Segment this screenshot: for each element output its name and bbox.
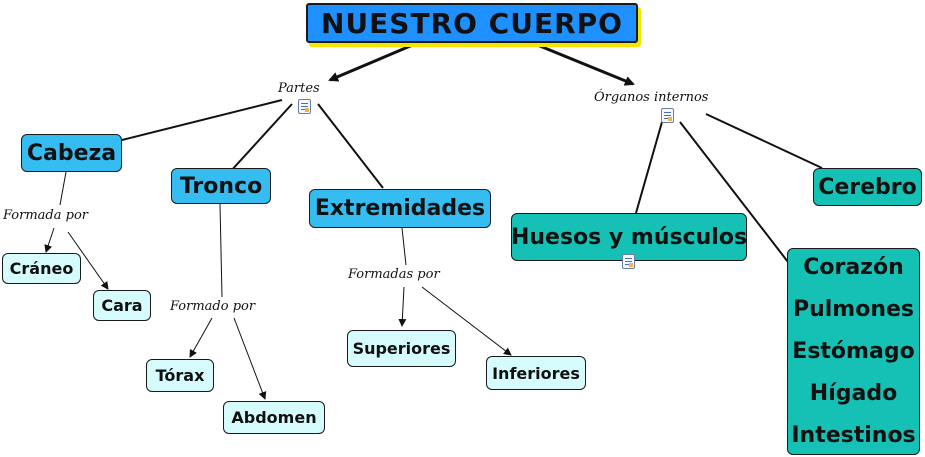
- link-label-formada-por: Formada por: [3, 208, 88, 223]
- line-formadas-inferiores: [421, 286, 512, 356]
- line-organos-lista: [679, 121, 789, 263]
- node-superiores[interactable]: Superiores: [347, 330, 456, 367]
- line-organos-cerebro: [705, 113, 823, 169]
- node-cara[interactable]: Cara: [93, 290, 151, 321]
- resource-doc-icon[interactable]: [298, 99, 311, 114]
- line-organos-huesos: [635, 121, 663, 214]
- line-root-partes: [328, 42, 416, 82]
- link-label-organos: Órganos internos: [594, 90, 709, 105]
- line-partes-cabeza: [121, 99, 283, 141]
- line-formadas-superiores: [398, 286, 407, 327]
- line-formada-cara: [67, 231, 109, 290]
- node-extremidades[interactable]: Extremidades: [309, 189, 491, 228]
- organ-item-higado: Hígado: [809, 380, 898, 406]
- line-partes-tronco: [229, 103, 293, 173]
- node-tronco[interactable]: Tronco: [171, 168, 271, 204]
- root-node[interactable]: NUESTRO CUERPO: [306, 3, 638, 43]
- node-cabeza[interactable]: Cabeza: [21, 134, 122, 172]
- line-formada-craneo: [44, 227, 55, 253]
- organ-item-intestinos: Intestinos: [791, 422, 916, 448]
- link-label-formado-por: Formado por: [170, 299, 256, 314]
- organ-item-estomago: Estómago: [792, 338, 915, 364]
- line-partes-extremidades: [317, 103, 384, 189]
- line-extremidades-formadas: [401, 227, 407, 266]
- organ-item-corazon: Corazón: [803, 254, 904, 280]
- node-torax[interactable]: Tórax: [146, 359, 214, 392]
- node-organos-list[interactable]: Corazón Pulmones Estómago Hígado Intesti…: [787, 248, 920, 455]
- line-formado-torax: [189, 317, 213, 358]
- organ-item-pulmones: Pulmones: [792, 296, 915, 322]
- node-craneo[interactable]: Cráneo: [2, 253, 81, 284]
- link-label-partes: Partes: [278, 81, 320, 96]
- node-huesos-musculos[interactable]: Huesos y músculos: [511, 213, 747, 261]
- node-inferiores[interactable]: Inferiores: [486, 356, 586, 390]
- line-tronco-formado: [219, 203, 223, 298]
- line-formado-abdomen: [233, 317, 267, 400]
- node-abdomen[interactable]: Abdomen: [223, 401, 325, 434]
- resource-doc-icon[interactable]: [622, 254, 635, 269]
- node-cerebro[interactable]: Cerebro: [813, 168, 922, 206]
- link-label-formadas-por: Formadas por: [348, 267, 440, 282]
- resource-doc-icon[interactable]: [661, 108, 674, 123]
- line-root-organos: [534, 42, 635, 86]
- line-cabeza-formada: [59, 171, 67, 206]
